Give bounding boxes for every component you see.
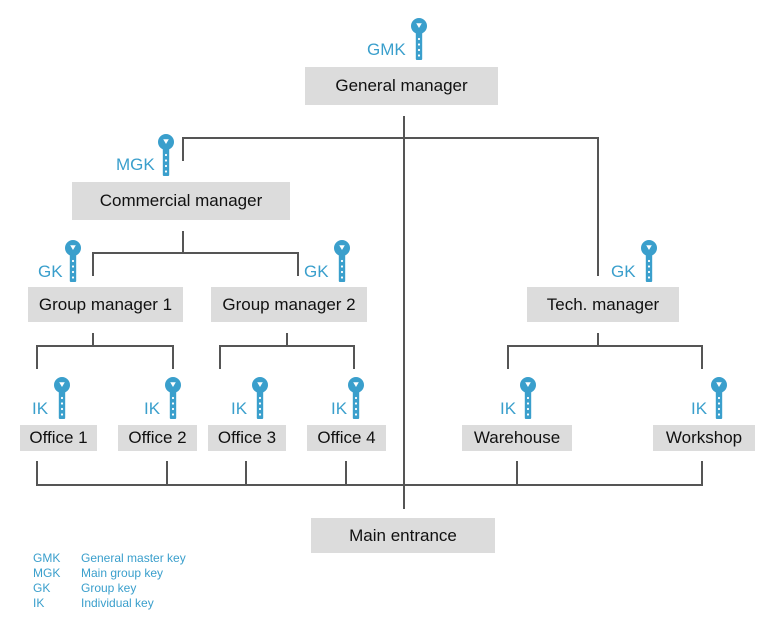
ik-label-workshop: IK — [691, 399, 708, 418]
legend-abbr: MGK — [33, 566, 61, 580]
gk-label-tech: GK — [611, 262, 636, 281]
main-entrance-box: Main entrance — [311, 518, 495, 553]
key-icon — [54, 377, 70, 419]
office-4-box: Office 4 — [307, 425, 386, 451]
general-manager-box: General manager — [305, 67, 498, 105]
office-3-box: Office 3 — [208, 425, 286, 451]
legend-abbr: GK — [33, 581, 51, 595]
office-1-box: Office 1 — [20, 425, 97, 451]
warehouse-box: Warehouse — [462, 425, 572, 451]
key-icon — [334, 240, 350, 282]
key-icon — [641, 240, 657, 282]
gk-label-gm1: GK — [38, 262, 63, 281]
key-icon — [411, 18, 427, 60]
legend-desc: General master key — [81, 551, 186, 565]
legend-row: GK Group key — [33, 581, 186, 596]
legend-row: MGK Main group key — [33, 566, 186, 581]
mgk-label: MGK — [116, 155, 155, 174]
legend: GMK General master key MGK Main group ke… — [33, 551, 186, 611]
legend-desc: Main group key — [81, 566, 164, 580]
key-icon — [711, 377, 727, 419]
key-icon — [65, 240, 81, 282]
gmk-label: GMK — [367, 40, 406, 59]
tech-manager-box: Tech. manager — [527, 287, 679, 322]
ik-label-office1: IK — [32, 399, 49, 418]
legend-abbr: GMK — [33, 551, 61, 565]
office-2-box: Office 2 — [118, 425, 197, 451]
ik-label-office3: IK — [231, 399, 248, 418]
key-icon — [252, 377, 268, 419]
legend-row: IK Individual key — [33, 596, 186, 611]
ik-label-office4: IK — [331, 399, 348, 418]
ik-label-office2: IK — [144, 399, 161, 418]
group-manager-2-box: Group manager 2 — [211, 287, 367, 322]
group-manager-1-box: Group manager 1 — [28, 287, 183, 322]
workshop-box: Workshop — [653, 425, 755, 451]
legend-row: GMK General master key — [33, 551, 186, 566]
legend-desc: Group key — [81, 581, 137, 595]
key-icon — [158, 134, 174, 176]
key-icon — [520, 377, 536, 419]
legend-desc: Individual key — [81, 596, 154, 610]
legend-abbr: IK — [33, 596, 45, 610]
commercial-manager-box: Commercial manager — [72, 182, 290, 220]
key-icon — [348, 377, 364, 419]
key-icon — [165, 377, 181, 419]
gk-label-gm2: GK — [304, 262, 329, 281]
ik-label-warehouse: IK — [500, 399, 517, 418]
